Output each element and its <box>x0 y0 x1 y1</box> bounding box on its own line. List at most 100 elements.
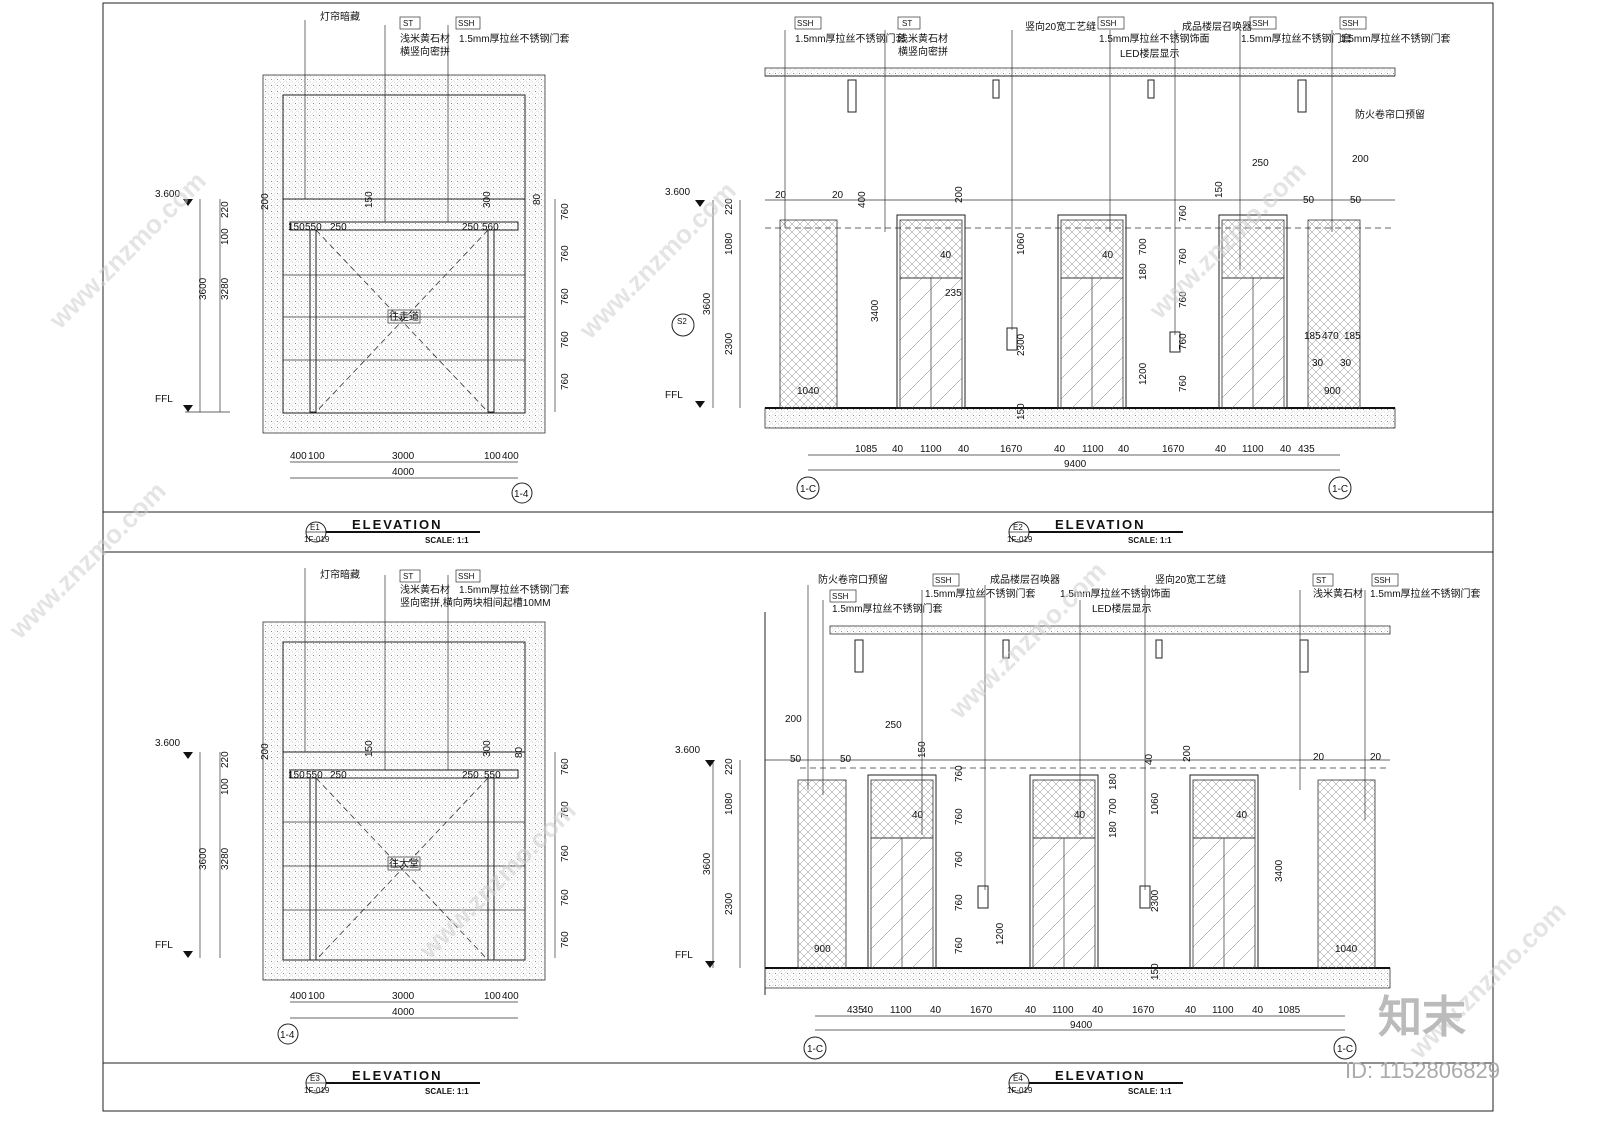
e2-section: S2 <box>677 317 687 326</box>
e4-bdim: 1100 <box>1212 1005 1234 1016</box>
e1-tag: SSH <box>458 19 475 28</box>
elevation-e3: 往大堂 3.600 FFL 3600 3280 100 220 200 760 … <box>155 568 571 1045</box>
e3-tdim: 250 <box>330 770 347 781</box>
e2-idim: 40 <box>940 250 952 261</box>
e2-ldim: 220 <box>724 198 735 215</box>
watermark-text: www.znzmo.com <box>42 166 211 335</box>
e2-tag: SSH <box>1252 19 1269 28</box>
e1-bdim: 100 <box>484 451 501 462</box>
e1-level: 3.600 <box>155 189 180 200</box>
e2-bdim: 1100 <box>1242 444 1264 455</box>
e2-idim: 1200 <box>1138 362 1149 385</box>
e4-note: 1.5mm厚拉丝不锈钢饰面 <box>1060 587 1171 600</box>
e3-tdim: 250 <box>462 770 479 781</box>
e4-tag: ST <box>1316 576 1326 585</box>
e2-notes: SSH 1.5mm厚拉丝不锈钢门套 ST 浅米黄石材 横竖向密拼 竖向20宽工艺… <box>794 16 1451 121</box>
e2-idim: 30 <box>1340 358 1352 369</box>
e2-bdim: 1670 <box>1000 444 1023 455</box>
e3-tdim: 550 <box>306 770 323 781</box>
e3-bdim: 100 <box>308 991 325 1002</box>
e1-tdim: 560 <box>482 222 499 233</box>
watermark-text: www.znzmo.com <box>572 176 741 345</box>
e2-bdim: 40 <box>1054 444 1066 455</box>
e3-bdim: 400 <box>290 991 307 1002</box>
e4-idim: 50 <box>840 754 852 765</box>
e4-bdim: 1100 <box>1052 1005 1074 1016</box>
e4-idim: 760 <box>954 765 965 782</box>
e2-idim: 185 <box>1344 331 1361 342</box>
e4-note: 竖向20宽工艺缝 <box>1155 573 1226 586</box>
e2-ldim: 3600 <box>702 292 713 315</box>
e2-idim: 760 <box>1178 248 1189 265</box>
e2-note: 1.5mm厚拉丝不锈钢门套 <box>1241 32 1352 45</box>
e3-ldim: 3600 <box>198 847 209 870</box>
e4-grid: 1-C <box>807 1044 823 1055</box>
e1-dim-3280: 3280 <box>220 277 231 300</box>
e4-ldim: 220 <box>724 758 735 775</box>
e2-idim: 250 <box>1252 158 1269 169</box>
e4-bdim: 40 <box>1252 1005 1264 1016</box>
e4-idim: 150 <box>917 741 928 758</box>
e1-title: ELEVATION <box>352 517 442 532</box>
e2-idim: 200 <box>1352 154 1369 165</box>
e2-bdim: 435 <box>1298 444 1315 455</box>
e2-note: 横竖向密拼 <box>898 45 948 58</box>
e4-door <box>867 774 937 969</box>
e2-tag: SSH <box>1100 19 1117 28</box>
e2-bdim: 40 <box>1118 444 1130 455</box>
e2-idim: 700 <box>1138 238 1149 255</box>
e2-bottom-dims: 1085 40 1100 40 1670 40 1100 40 1670 40 … <box>855 444 1315 470</box>
e2-idim: 760 <box>1178 205 1189 222</box>
e1-ref: 1F-019 <box>304 535 330 544</box>
title-e2: E2 1F-019 ELEVATION SCALE: 1:1 <box>1007 517 1183 545</box>
e2-bdim: 1085 <box>855 444 878 455</box>
e3-right-dims: 760 760 760 760 760 80 <box>514 746 571 948</box>
title-e4: E4 1F-019 ELEVATION SCALE: 1:1 <box>1007 1068 1183 1096</box>
e1-note: 横竖向密拼 <box>400 45 450 58</box>
e1-dim-200: 200 <box>260 193 271 210</box>
e4-level: 3.600 <box>675 745 700 756</box>
e3-tag: SSH <box>458 572 475 581</box>
e4-idim: 760 <box>954 937 965 954</box>
e1-top-dims: 150 550 250 150 300 250 560 <box>288 191 499 233</box>
e1-rdim: 760 <box>560 288 571 305</box>
e1-tdim: 150 <box>288 222 305 233</box>
e2-scale: SCALE: 1:1 <box>1128 536 1172 545</box>
e2-idim: 1060 <box>1016 232 1027 255</box>
e4-idim: 40 <box>1144 753 1155 765</box>
e2-bdim: 1100 <box>1082 444 1104 455</box>
e3-ref: 1F-019 <box>304 1086 330 1095</box>
e3-note: 灯帘暗藏 <box>320 568 360 581</box>
e2-door <box>896 214 966 409</box>
e2-bdim: 40 <box>958 444 970 455</box>
e1-id: E1 <box>310 523 320 532</box>
e1-tdim: 300 <box>482 191 493 208</box>
e4-bdim: 40 <box>930 1005 942 1016</box>
elevation-e2: 3.600 FFL 220 1080 3600 2300 S2 20 20 40… <box>665 16 1451 500</box>
e2-note: 1.5mm厚拉丝不锈钢门套 <box>1340 32 1451 45</box>
e3-ldim: 3280 <box>220 847 231 870</box>
e3-rdim: 760 <box>560 758 571 775</box>
e3-ldim: 200 <box>260 743 271 760</box>
e1-dim-3600: 3600 <box>198 277 209 300</box>
e2-idim: 20 <box>832 190 844 201</box>
e4-idim: 1040 <box>1335 944 1358 955</box>
e2-idim: 900 <box>1324 386 1341 397</box>
e1-rdim: 760 <box>560 373 571 390</box>
e4-idim: 1200 <box>995 922 1006 945</box>
e4-note: 1.5mm厚拉丝不锈钢门套 <box>832 602 943 615</box>
e3-note: 1.5mm厚拉丝不锈钢门套 <box>459 583 570 596</box>
e4-idim: 900 <box>814 944 831 955</box>
e3-top-dims: 150 550 250 150 300 250 550 <box>288 740 501 781</box>
e4-idim: 20 <box>1313 752 1325 763</box>
e4-bdim: 40 <box>1025 1005 1037 1016</box>
e1-rdim: 760 <box>560 331 571 348</box>
e1-note: 灯帘暗藏 <box>320 10 360 23</box>
e4-note: LED楼层显示 <box>1092 602 1151 615</box>
e2-idim: 760 <box>1178 375 1189 392</box>
e1-scale: SCALE: 1:1 <box>425 536 469 545</box>
e3-rdim: 80 <box>514 746 525 758</box>
e3-note: 竖向密拼,横向两块相间起槽10MM <box>400 596 551 609</box>
e4-bdim: 435 <box>847 1005 864 1016</box>
e2-note: 1.5mm厚拉丝不锈钢饰面 <box>1099 32 1210 45</box>
